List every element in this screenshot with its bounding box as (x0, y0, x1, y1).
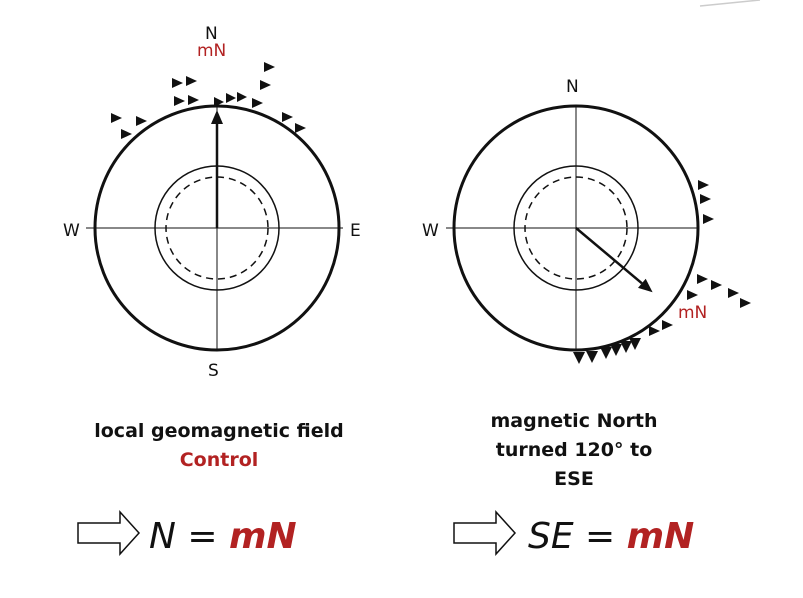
bird-marker-icon (264, 62, 275, 72)
right-equation-rhs: mN (627, 516, 695, 557)
bird-marker-icon (188, 95, 199, 105)
right-needle (575, 227, 643, 285)
right-caption-line3: ESE (554, 468, 594, 490)
bird-marker-icon (252, 98, 263, 108)
right-caption-line1: magnetic North (490, 410, 657, 432)
bird-marker-icon (740, 298, 751, 308)
right-bird-markers (573, 180, 751, 364)
right-needle-arrowhead (638, 278, 653, 293)
bird-marker-icon (698, 180, 709, 190)
bird-marker-icon (295, 123, 306, 133)
bird-marker-icon (703, 214, 714, 224)
right-caption-line2: turned 120° to (496, 439, 653, 461)
bird-marker-icon (121, 129, 132, 139)
right-outline-arrow-icon (453, 510, 517, 556)
left-label-e: E (350, 221, 361, 241)
right-label-n: N (566, 77, 579, 97)
bird-marker-icon (172, 78, 183, 88)
right-label-w: W (422, 221, 439, 241)
right-outline-arrow-icon (77, 510, 141, 556)
left-equation-text: N = mN (149, 516, 297, 557)
right-equation-text: SE = mN (528, 516, 694, 557)
bird-marker-icon (237, 92, 247, 102)
right-equation: SE = mN (453, 510, 694, 557)
bird-marker-icon (711, 280, 722, 290)
bird-marker-icon (649, 326, 660, 336)
bird-marker-icon (136, 116, 147, 126)
bird-marker-icon (174, 96, 185, 106)
bird-marker-icon (226, 93, 236, 103)
left-label-n: N (205, 24, 218, 44)
left-label-mn: mN (197, 41, 226, 61)
left-compass: N mN W E S (63, 24, 361, 381)
bird-marker-icon (700, 194, 711, 204)
bird-marker-icon (282, 112, 293, 122)
bird-marker-icon (620, 341, 632, 353)
right-label-mn: mN (678, 303, 707, 323)
left-caption-line1: local geomagnetic field (94, 420, 344, 442)
left-caption-line2: Control (180, 449, 259, 471)
left-label-s: S (208, 361, 219, 381)
bird-marker-icon (697, 274, 708, 284)
right-compass: N W mN (422, 77, 751, 364)
left-needle-arrowhead (211, 110, 223, 124)
bird-marker-icon (573, 352, 585, 364)
left-bird-markers (111, 62, 306, 139)
bird-marker-icon (662, 320, 673, 330)
bird-marker-icon (687, 290, 698, 300)
bird-marker-icon (260, 80, 271, 90)
bird-marker-icon (586, 351, 598, 363)
bird-marker-icon (111, 113, 122, 123)
bird-marker-icon (728, 288, 739, 298)
left-equation: N = mN (77, 510, 297, 557)
bird-marker-icon (214, 97, 224, 107)
bird-marker-icon (610, 344, 622, 356)
bird-marker-icon (600, 347, 612, 359)
bird-marker-icon (629, 338, 641, 350)
bird-marker-icon (186, 76, 197, 86)
left-equation-equals: = (176, 516, 229, 557)
left-equation-lhs: N (149, 516, 176, 557)
right-equation-equals: = (574, 516, 627, 557)
left-equation-rhs: mN (229, 516, 297, 557)
corner-stroke (699, 0, 761, 7)
left-label-w: W (63, 221, 80, 241)
right-equation-lhs: SE (528, 516, 574, 557)
